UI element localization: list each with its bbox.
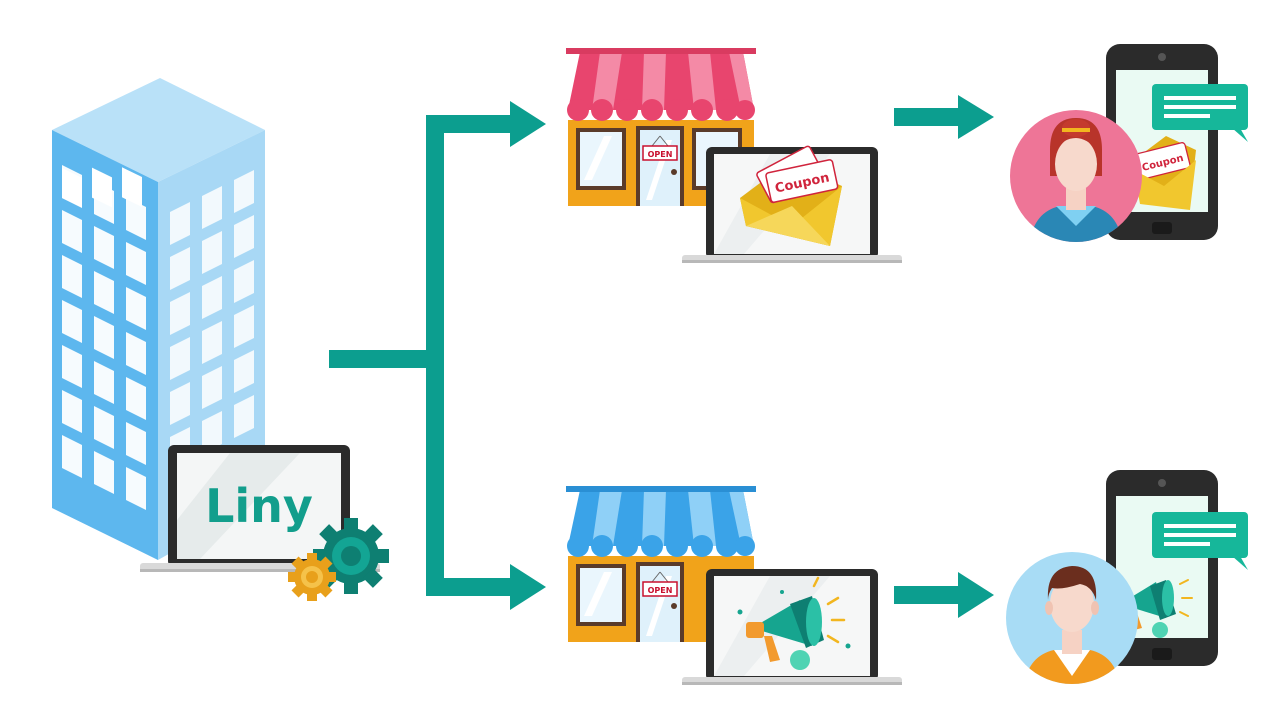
megaphone-icon — [737, 576, 851, 670]
open-sign: OPEN — [648, 586, 673, 595]
arrow-to-customer-top — [894, 95, 994, 139]
chat-bubble-icon — [1152, 512, 1248, 570]
distribution-connector — [329, 101, 546, 610]
open-sign: OPEN — [648, 150, 673, 159]
customer-avatar-icon — [1010, 110, 1142, 242]
laptop-icon: Liny — [140, 445, 380, 572]
storefront-icon: OPEN — [566, 48, 756, 206]
arrow-to-customer-bottom — [894, 572, 994, 618]
chat-bubble-icon — [1152, 84, 1248, 142]
coupon-envelope-icon: Coupon — [740, 145, 842, 246]
coupon-envelope-icon: Coupon — [1133, 136, 1196, 210]
customer-avatar-icon — [1006, 552, 1138, 684]
megaphone-icon — [1116, 579, 1193, 638]
hq-laptop-logo: Liny — [205, 479, 313, 533]
gear-icon — [288, 518, 389, 601]
